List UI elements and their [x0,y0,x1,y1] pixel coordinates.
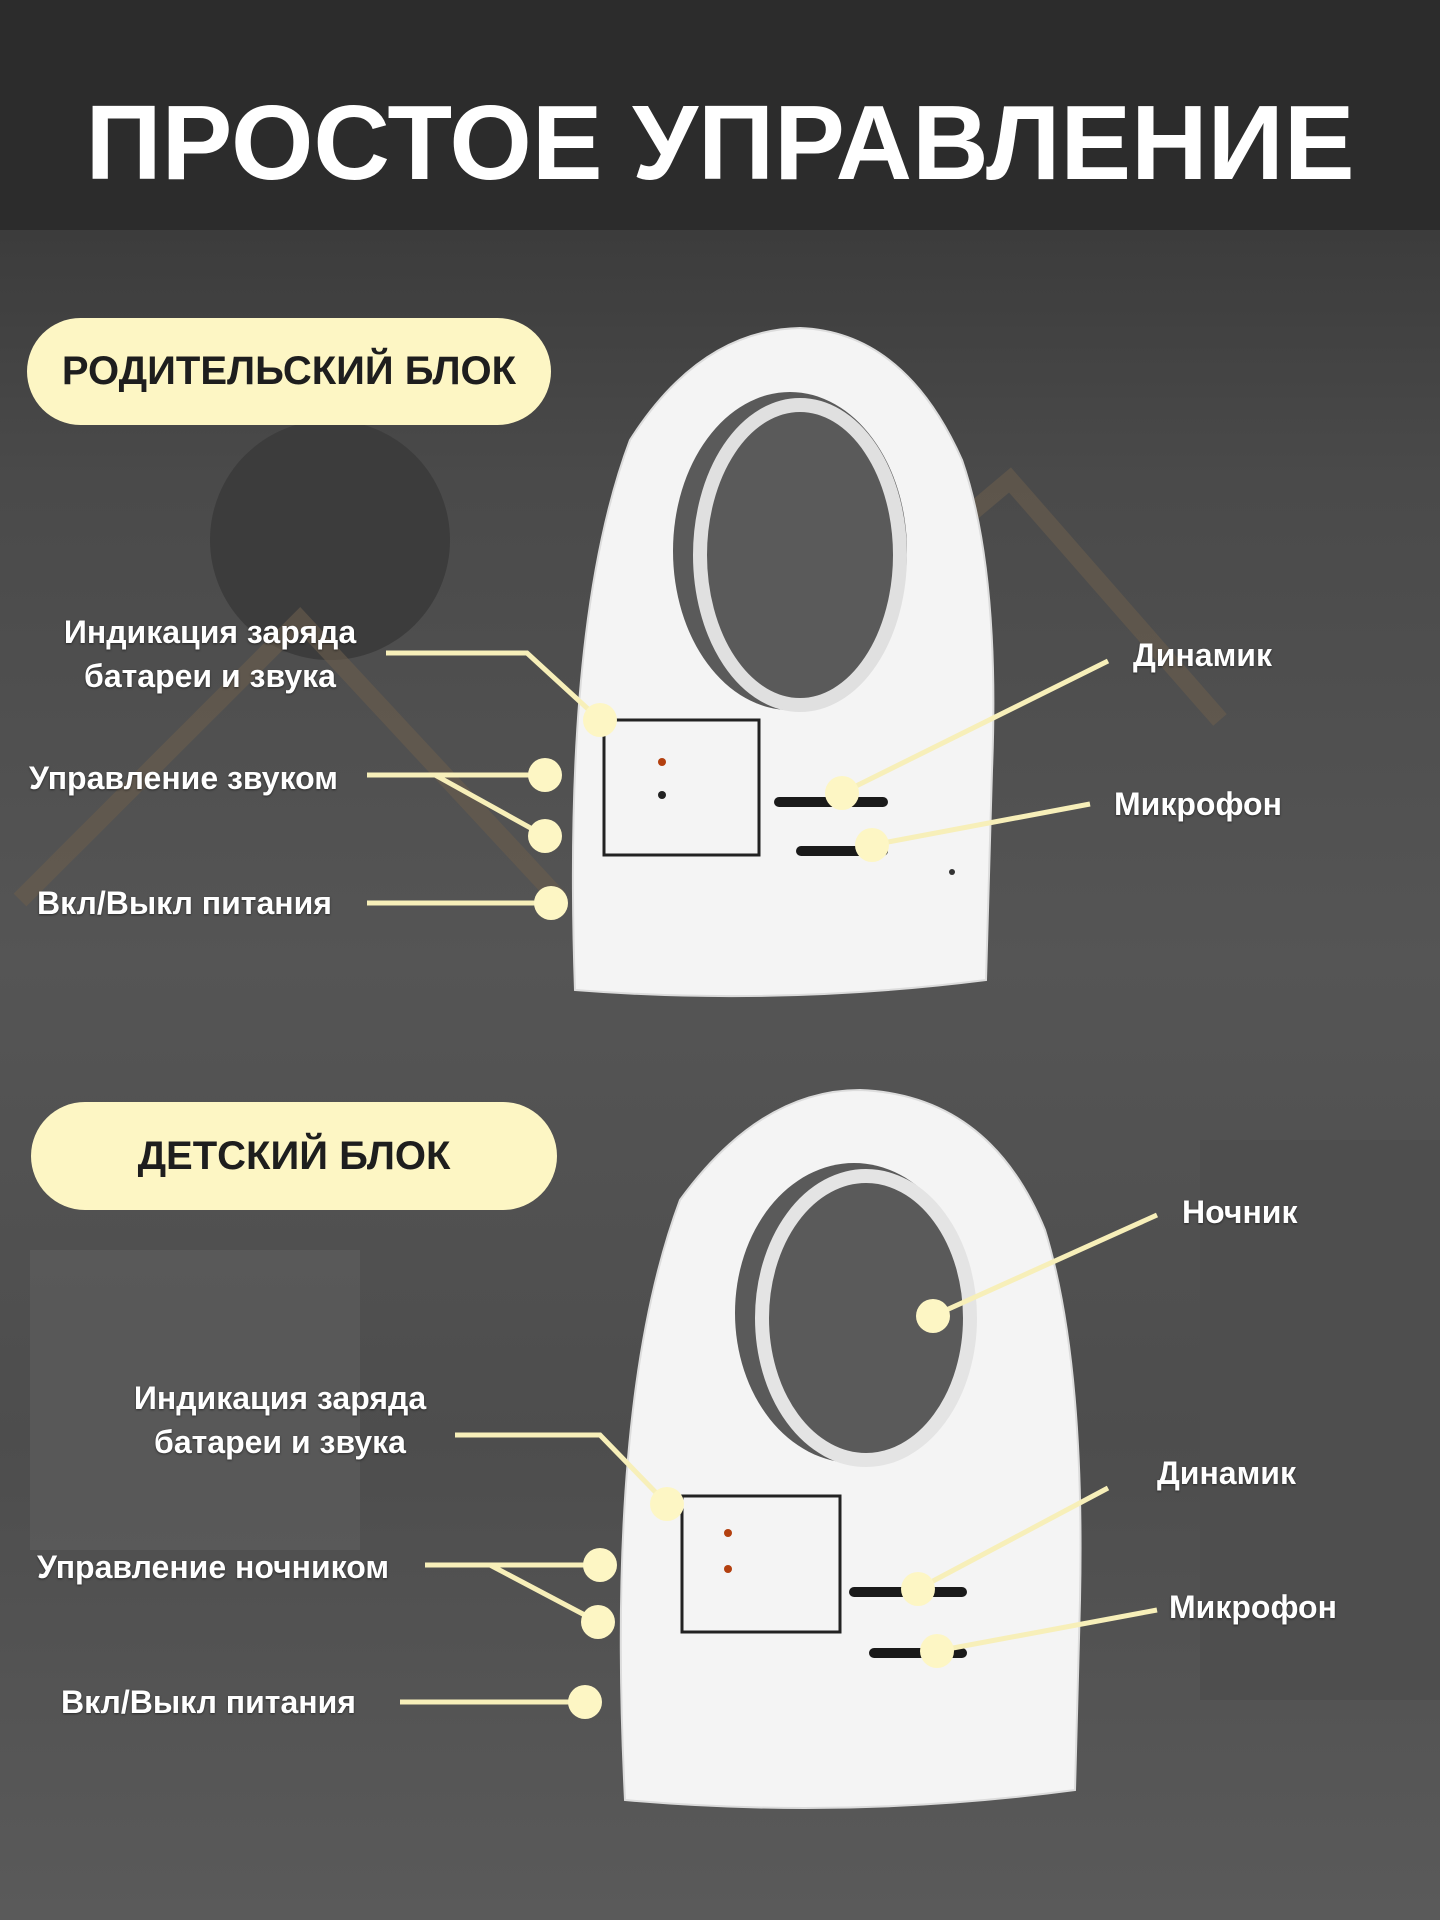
parent-unit-badge: РОДИТЕЛЬСКИЙ БЛОК [27,318,551,425]
baby-indicator-panel [680,1494,842,1634]
indicator-line2: батареи и звука [154,1424,406,1460]
parent-microphone-label: Микрофон [1114,786,1282,822]
baby-speaker-label: Динамик [1157,1455,1296,1491]
parent-unit-badge-label: РОДИТЕЛЬСКИЙ БЛОК [61,349,517,393]
sound-led [658,791,666,799]
parent-unit-device [571,326,995,998]
parent-speaker-label: Динамик [1133,637,1272,673]
baby-indicator-label: Индикация заряда батареи и звука [110,1376,450,1464]
baby-microphone-label: Микрофон [1169,1589,1337,1625]
parent-indicator-panel [602,718,761,857]
indicator-line1: Индикация заряда [63,614,357,650]
baby-unit-badge: ДЕТСКИЙ БЛОК [31,1102,557,1210]
callout-lines [367,650,1159,1705]
baby-unit-badge-label: ДЕТСКИЙ БЛОК [137,1133,451,1178]
baby-nightlight-label: Ночник [1182,1194,1298,1230]
baby-handle-hole [735,1163,973,1463]
page-title: ПРОСТОЕ УПРАВЛЕНИЕ [85,84,1355,202]
baby-nightlight-control-label: Управление ночником [37,1549,390,1585]
parent-power-label: Вкл/Выкл питания [37,885,332,921]
callout-dots [528,703,954,1719]
battery-led [658,758,666,766]
baby-power-label: Вкл/Выкл питания [61,1684,356,1720]
parent-handle-hole [673,392,907,710]
parent-volume-label: Управление звуком [29,760,338,796]
parent-indicator-label: Индикация заряда батареи и звука [40,610,380,698]
indicator-line1: Индикация заряда [133,1380,427,1416]
moon-decoration [210,420,450,660]
baby-unit-device [619,1088,1082,1809]
indicator-line2: батареи и звука [84,658,336,694]
